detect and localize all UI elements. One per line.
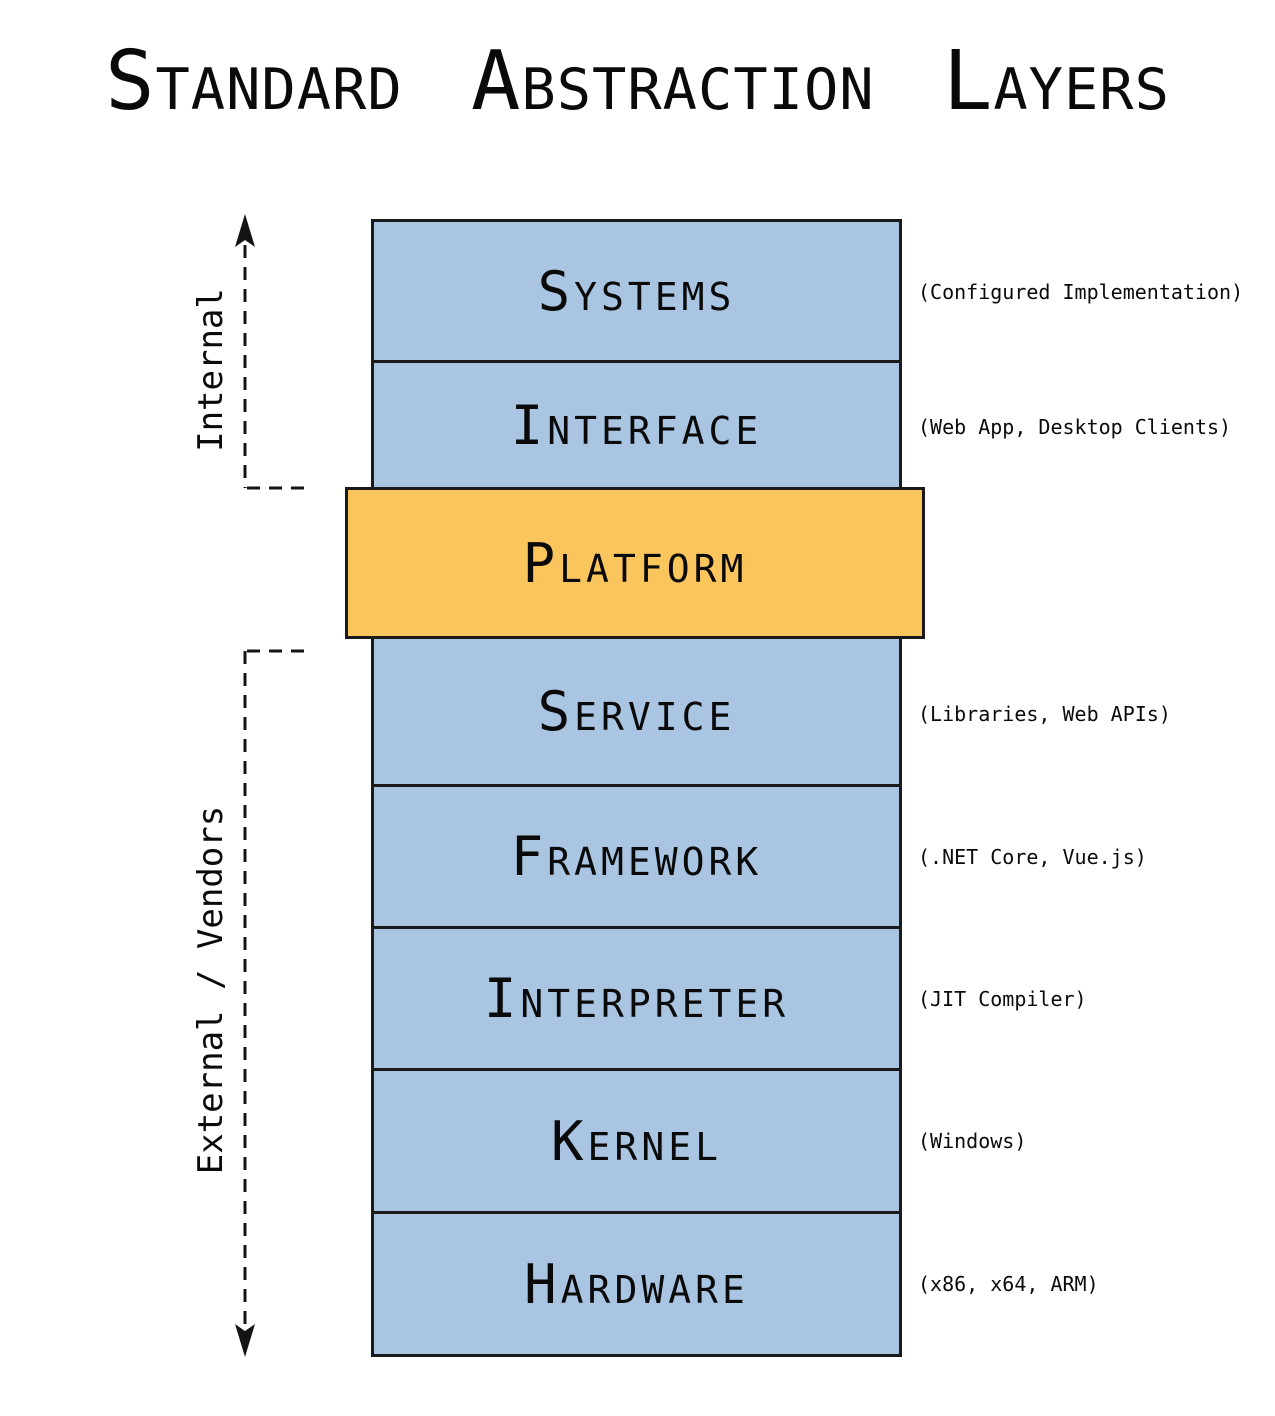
layer-platform: Platform: [345, 487, 925, 639]
external-side-label: External / Vendors: [191, 805, 231, 1175]
layer-interface-label: Interface: [510, 393, 763, 457]
internal-side-label: Internal: [191, 288, 231, 452]
layer-kernel-label: Kernel: [551, 1109, 722, 1173]
layer-platform-label: Platform: [522, 531, 748, 595]
layer-interface: Interface: [371, 360, 902, 490]
external-arrowhead-icon: [235, 1324, 255, 1357]
layer-systems: Systems: [371, 219, 902, 363]
layer-kernel: Kernel: [371, 1068, 902, 1214]
annotation-interpreter: (JIT Compiler): [918, 987, 1087, 1011]
annotation-kernel: (Windows): [918, 1129, 1027, 1153]
layer-interpreter: Interpreter: [371, 926, 902, 1071]
layer-service-label: Service: [537, 680, 736, 743]
annotation-systems: (Configured Implementation): [918, 280, 1244, 304]
layer-hardware: Hardware: [371, 1211, 902, 1357]
external-arrow: [243, 649, 313, 1326]
internal-arrow: [243, 245, 313, 490]
layer-service: Service: [371, 636, 902, 787]
annotation-hardware: (x86, x64, ARM): [918, 1272, 1099, 1296]
layer-interpreter-label: Interpreter: [483, 967, 790, 1030]
annotation-framework: (.NET Core, Vue.js): [918, 845, 1147, 869]
annotation-interface: (Web App, Desktop Clients): [918, 415, 1232, 439]
layer-systems-label: Systems: [537, 259, 736, 323]
internal-arrowhead-icon: [235, 214, 255, 247]
layer-framework-label: Framework: [510, 825, 763, 888]
annotation-service: (Libraries, Web APIs): [918, 702, 1171, 726]
page-title: Standard Abstraction Layers: [105, 34, 1170, 129]
layer-hardware-label: Hardware: [524, 1252, 749, 1316]
layer-framework: Framework: [371, 784, 902, 929]
